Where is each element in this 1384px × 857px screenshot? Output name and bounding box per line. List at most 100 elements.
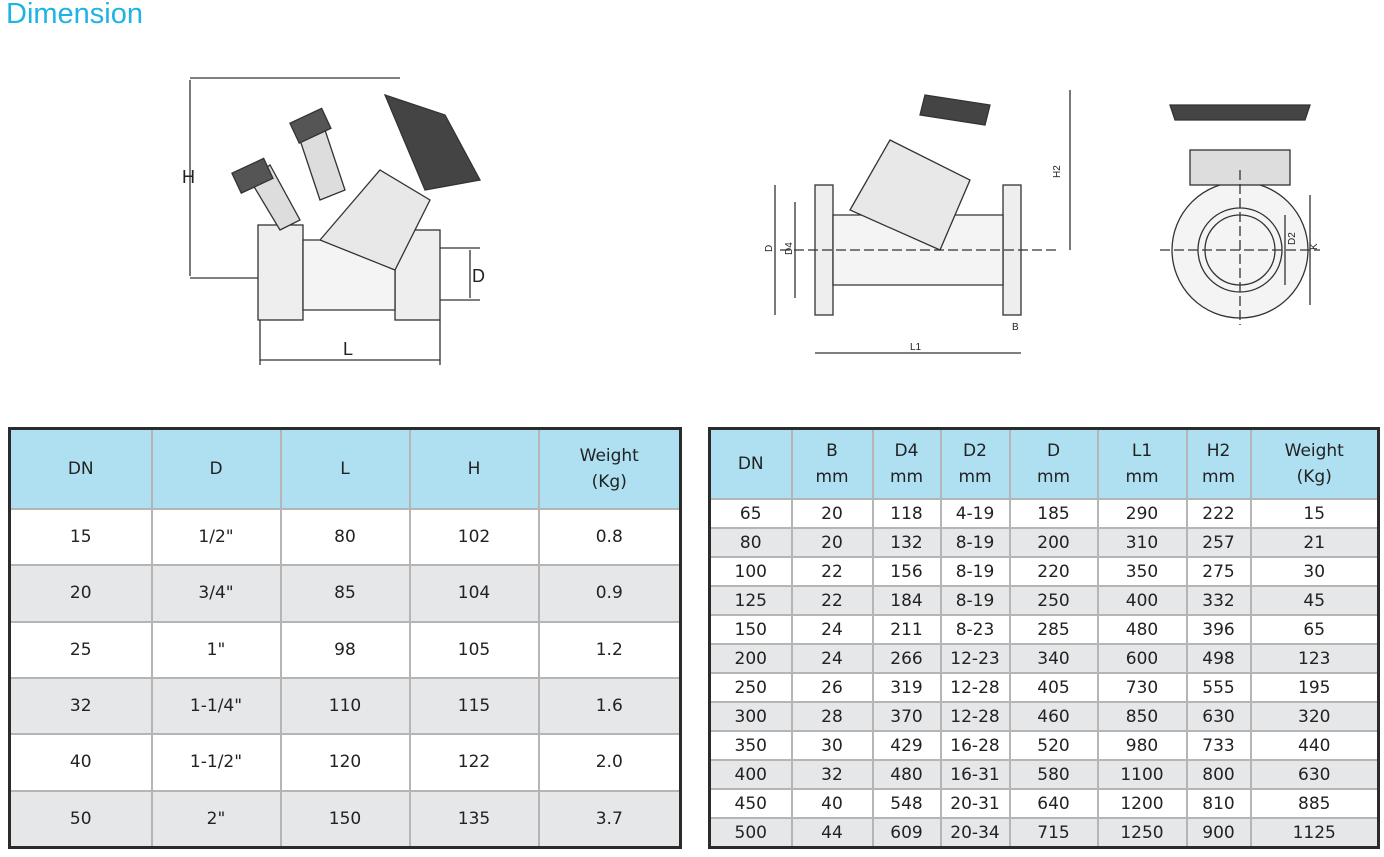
table-cell: 222 — [1185, 498, 1252, 529]
page-title: Dimension — [6, 0, 143, 30]
table-cell: 1125 — [1249, 817, 1380, 849]
dim-label-h: H — [182, 167, 195, 187]
dim-label-d: D — [472, 266, 485, 286]
header-d: D — [150, 427, 282, 510]
table-cell: 105 — [408, 620, 540, 679]
table-cell: 150 — [708, 614, 793, 645]
header-label: DN — [737, 454, 764, 474]
table-cell: 885 — [1249, 788, 1380, 819]
header-unit: mm — [1036, 467, 1071, 487]
table-cell: 250 — [708, 672, 793, 703]
header-weight-label: Weight — [579, 446, 639, 466]
table-cell: 185 — [1008, 498, 1099, 529]
table-cell: 195 — [1249, 672, 1380, 703]
table-cell: 80 — [708, 527, 793, 558]
table-cell: 26 — [790, 672, 874, 703]
table-cell: 135 — [408, 789, 540, 849]
table-cell: 266 — [871, 643, 942, 674]
table-cell: 0.9 — [537, 564, 682, 623]
dim-label-h2: H2 — [1052, 165, 1063, 178]
table-cell: 8-19 — [939, 585, 1011, 616]
table-cell: 555 — [1185, 672, 1252, 703]
table-cell: 15 — [1249, 498, 1380, 529]
table-cell: 480 — [871, 759, 942, 790]
dim-label-l: L — [343, 339, 353, 359]
table-cell: 150 — [279, 789, 411, 849]
table-cell: 118 — [871, 498, 942, 529]
table-cell: 85 — [279, 564, 411, 623]
table-cell: 810 — [1185, 788, 1252, 819]
table-cell: 1/2" — [150, 507, 282, 567]
table-cell: 156 — [871, 556, 942, 587]
table-cell: 32 — [8, 676, 153, 736]
table-cell: 2.0 — [537, 733, 682, 792]
header-l: L — [279, 427, 411, 510]
header-label: B — [826, 441, 838, 461]
table-cell: 115 — [408, 676, 540, 736]
table-cell: 15 — [8, 507, 153, 567]
dim-label-d: D — [764, 245, 775, 252]
dim-label-k: K — [1309, 243, 1320, 250]
table-cell: 405 — [1008, 672, 1099, 703]
table-cell: 8-19 — [939, 556, 1011, 587]
table-cell: 28 — [790, 701, 874, 732]
table-cell: 45 — [1249, 585, 1380, 616]
table-cell: 20-31 — [939, 788, 1011, 819]
table-cell: 102 — [408, 507, 540, 567]
table-cell: 600 — [1096, 643, 1188, 674]
table-cell: 400 — [708, 759, 793, 790]
table-cell: 1200 — [1096, 788, 1188, 819]
table-cell: 200 — [1008, 527, 1099, 558]
table-cell: 290 — [1096, 498, 1188, 529]
table-cell: 40 — [790, 788, 874, 819]
table-cell: 100 — [708, 556, 793, 587]
header-weight-unit: (Kg) — [591, 472, 627, 492]
table-cell: 350 — [1096, 556, 1188, 587]
table-cell: 50 — [8, 789, 153, 849]
table-cell: 800 — [1185, 759, 1252, 790]
dim-label-b: B — [1012, 322, 1019, 333]
table-cell: 640 — [1008, 788, 1099, 819]
table-cell: 30 — [790, 730, 874, 761]
table-cell: 98 — [279, 620, 411, 679]
table-cell: 12-28 — [939, 672, 1011, 703]
table-cell: 580 — [1008, 759, 1099, 790]
table-cell: 8-23 — [939, 614, 1011, 645]
table-cell: 20-34 — [939, 817, 1011, 849]
table-cell: 16-28 — [939, 730, 1011, 761]
header-dn: DN — [8, 427, 153, 510]
table-cell: 429 — [871, 730, 942, 761]
table-cell: 32 — [790, 759, 874, 790]
header-label: D — [1046, 441, 1061, 461]
table-cell: 332 — [1185, 585, 1252, 616]
table-cell: 25 — [8, 620, 153, 679]
table-cell: 20 — [790, 527, 874, 558]
table-cell: 1-1/4" — [150, 676, 282, 736]
table-cell: 1" — [150, 620, 282, 679]
table-cell: 0.8 — [537, 507, 682, 567]
table-cell: 630 — [1249, 759, 1380, 790]
table-cell: 2" — [150, 789, 282, 849]
header-unit: (Kg) — [1296, 467, 1332, 487]
table-cell: 20 — [8, 564, 153, 623]
table-cell: 460 — [1008, 701, 1099, 732]
